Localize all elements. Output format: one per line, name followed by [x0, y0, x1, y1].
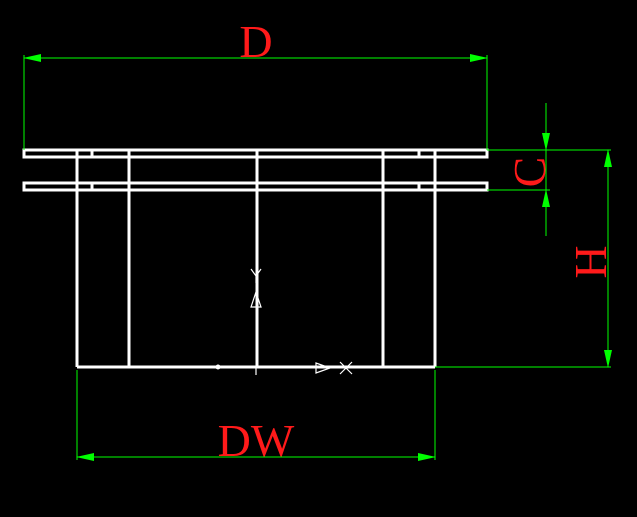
ucs-axis-icon: [250, 268, 353, 375]
part-outline: [22, 148, 489, 369]
dim-h-label: H: [565, 245, 616, 278]
x-axis-arrow-icon: [315, 362, 332, 374]
x-axis-letter-icon: [339, 361, 353, 375]
dim-d-label: D: [239, 16, 272, 67]
y-axis-letter-icon: [250, 268, 262, 283]
bottom-point-marker: [215, 364, 221, 370]
dimension-lines: [23, 54, 612, 461]
dim-c-label: C: [504, 157, 555, 188]
y-axis-arrow-icon: [250, 290, 262, 308]
dim-dw-label: DW: [218, 415, 295, 466]
